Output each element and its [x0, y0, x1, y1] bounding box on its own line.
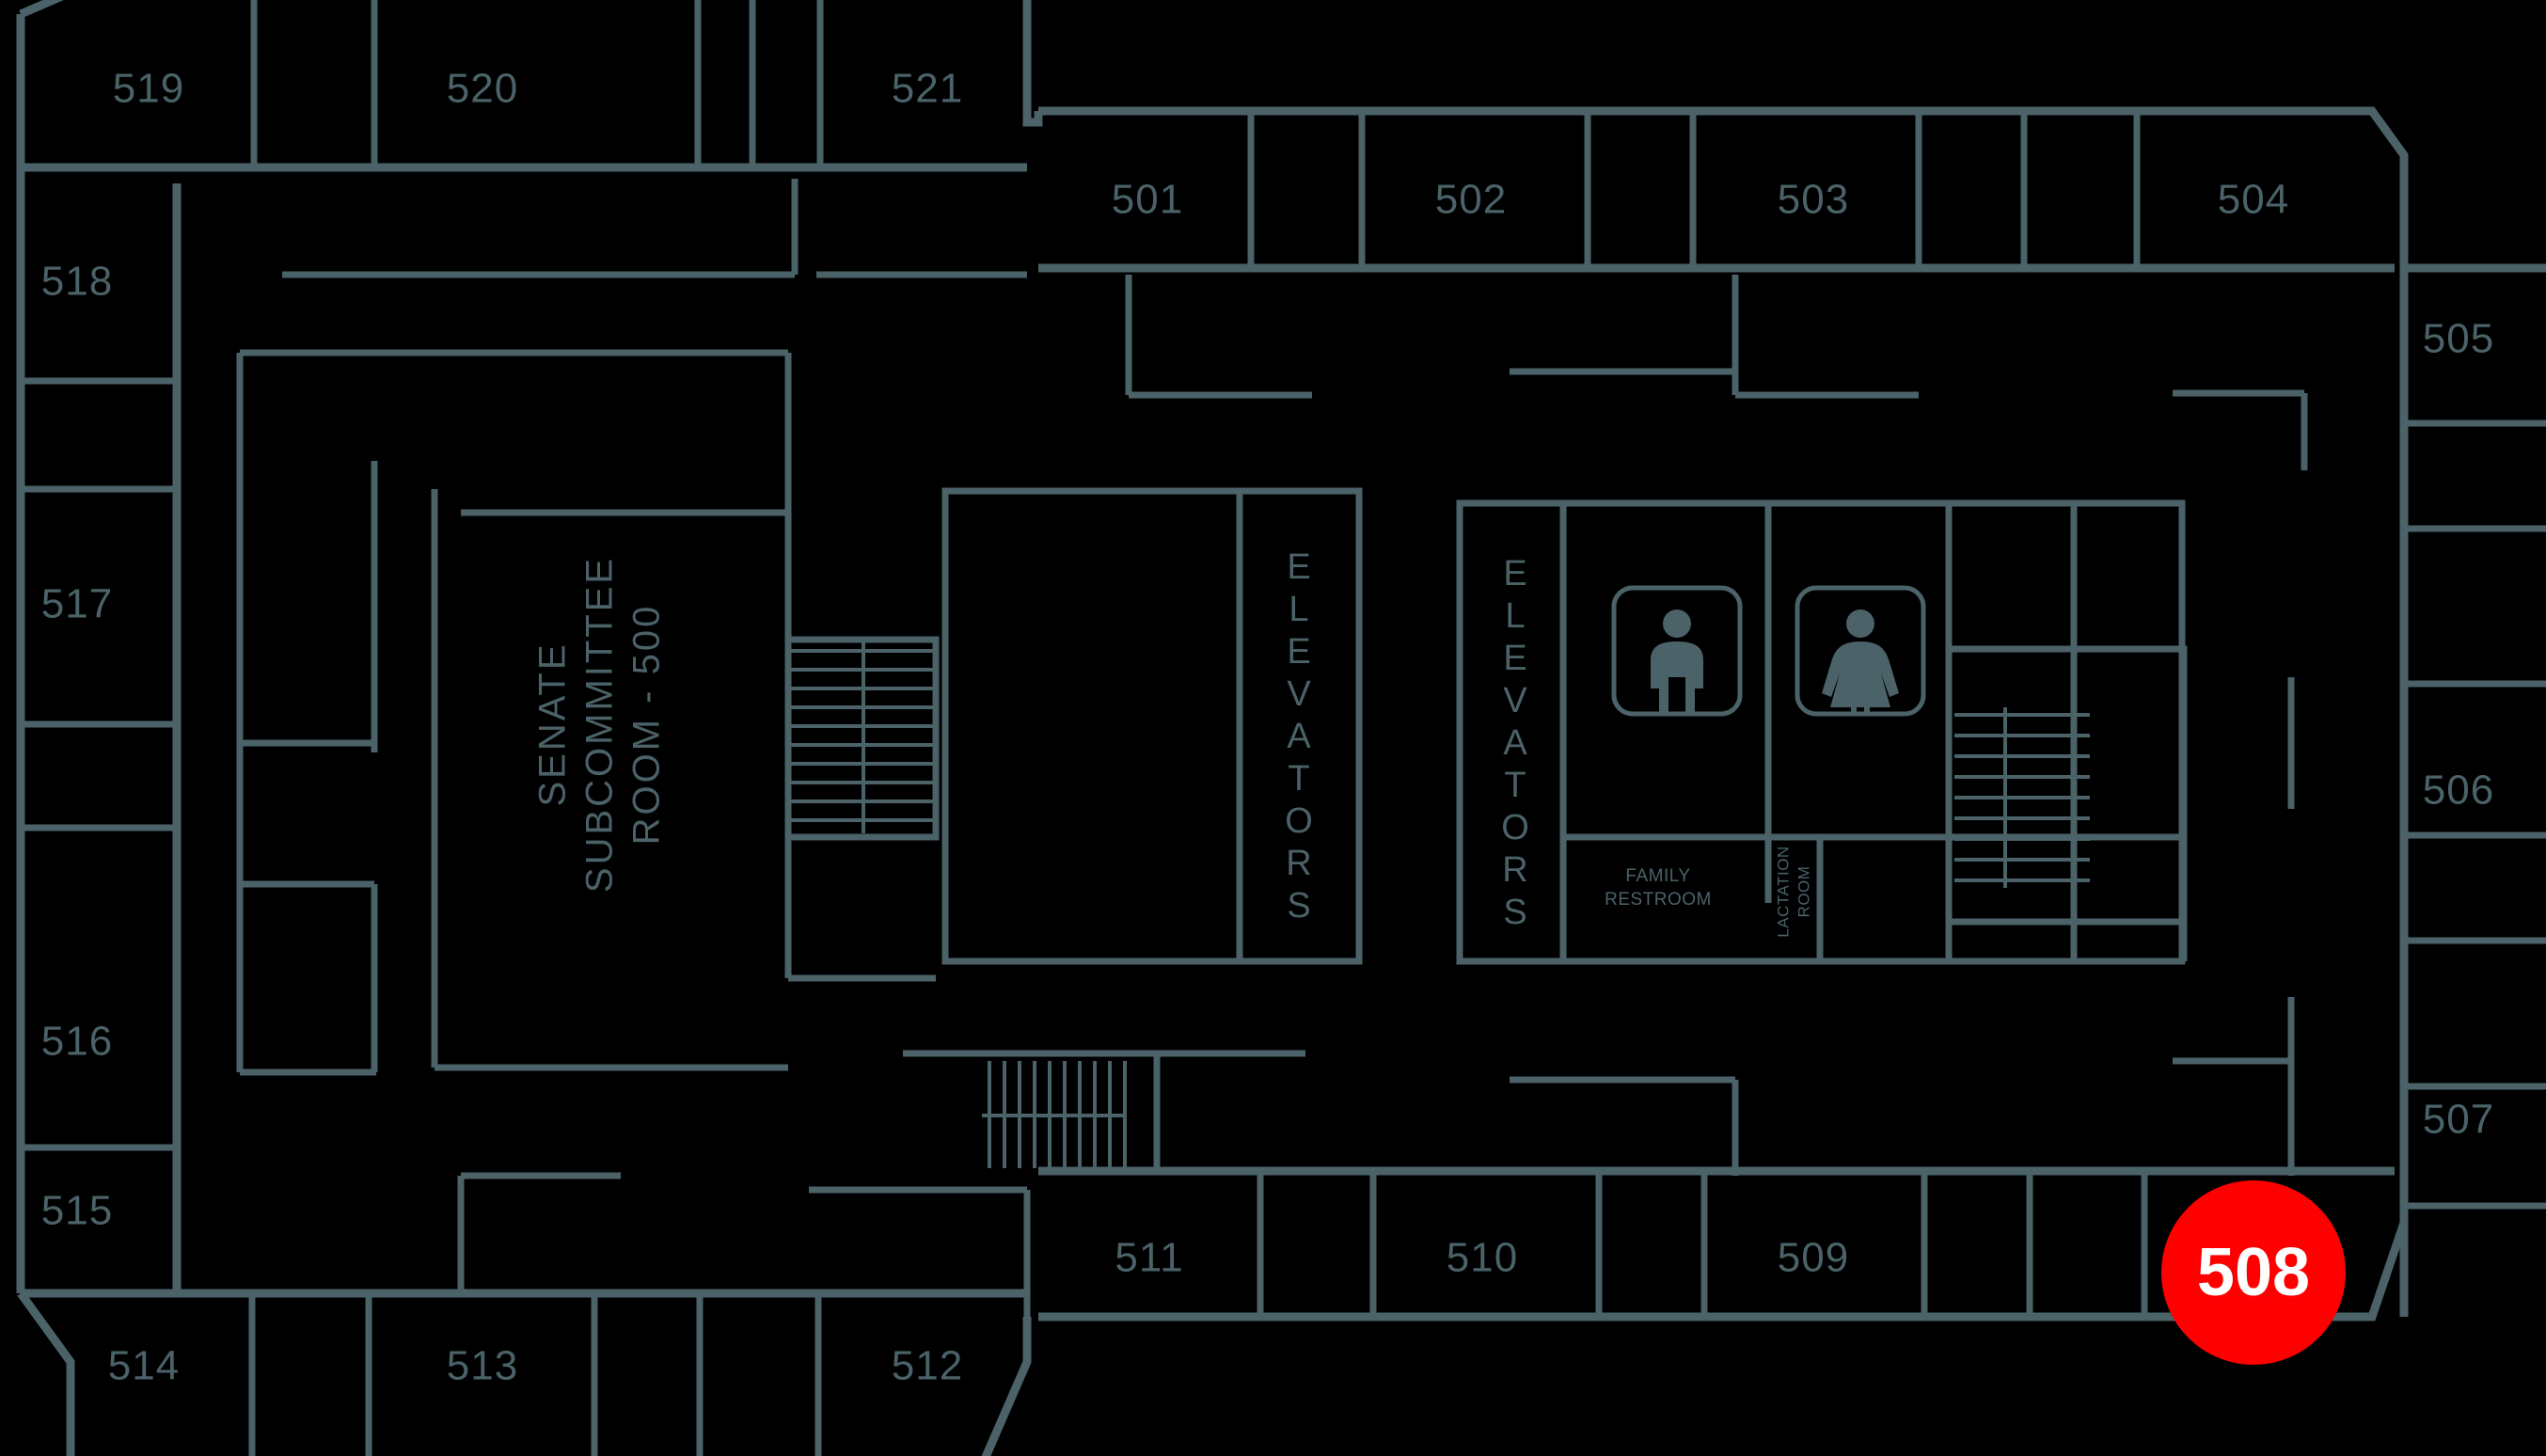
svg-text:RESTROOM: RESTROOM — [1605, 890, 1712, 910]
mens-restroom-icon — [1611, 585, 1743, 717]
rooms-south-band — [21, 1166, 2395, 1456]
stairs-west — [784, 636, 940, 841]
room-label-510: 510 — [1447, 1235, 1518, 1281]
womens-restroom-icon — [1795, 585, 1926, 717]
senate-line-2: SUBCOMMITTEE — [579, 556, 621, 893]
svg-text:S: S — [1287, 886, 1310, 926]
stairs-south — [982, 1053, 1161, 1171]
rooms-519-521 — [21, 0, 1027, 172]
room-label-504: 504 — [2218, 177, 2289, 223]
room-label-520: 520 — [447, 66, 518, 112]
room-label-509: 509 — [1778, 1235, 1849, 1281]
rooms-north-band — [1038, 111, 2395, 273]
room-label-515: 515 — [41, 1188, 113, 1234]
senate-line-3: ROOM - 500 — [626, 604, 668, 846]
senate-subcommittee-room-label: SENATE SUBCOMMITTEE ROOM - 500 — [532, 556, 668, 893]
svg-text:O: O — [1285, 801, 1313, 841]
room-label-518: 518 — [41, 259, 113, 305]
room-label-513: 513 — [447, 1343, 518, 1389]
corridor-stubs — [282, 179, 2308, 1317]
svg-text:V: V — [1503, 681, 1527, 720]
highlighted-room-badge-508[interactable]: 508 — [2161, 1180, 2346, 1365]
svg-text:E: E — [1503, 639, 1526, 678]
room-label-502: 502 — [1435, 177, 1507, 223]
room-label-506: 506 — [2423, 768, 2494, 814]
badge-circle[interactable] — [2161, 1180, 2346, 1365]
elevators-east-label: E L E V A T O R S — [1501, 554, 1529, 932]
svg-text:LACTATION: LACTATION — [1774, 846, 1792, 937]
svg-text:T: T — [1288, 759, 1309, 799]
room-label-503: 503 — [1778, 177, 1849, 223]
lactation-room-label: LACTATION ROOM — [1774, 846, 1812, 937]
room-label-516: 516 — [41, 1019, 113, 1065]
badge-label: 508 — [2197, 1235, 2310, 1310]
svg-text:V: V — [1287, 674, 1311, 714]
elevator-shaft-west — [1236, 487, 1363, 965]
svg-text:R: R — [1286, 844, 1311, 883]
room-label-514: 514 — [108, 1343, 180, 1389]
rooms-east-column — [2399, 268, 2546, 1317]
room-label-505: 505 — [2423, 316, 2494, 362]
room-number-labels: 519 520 521 501 502 503 504 505 506 507 … — [41, 66, 2494, 1389]
svg-text:E: E — [1287, 632, 1310, 672]
room-label-511: 511 — [1115, 1235, 1183, 1281]
svg-text:FAMILY: FAMILY — [1625, 866, 1690, 886]
svg-text:E: E — [1287, 547, 1310, 587]
room-label-512: 512 — [892, 1343, 963, 1389]
svg-text:T: T — [1504, 766, 1526, 805]
room-label-521: 521 — [892, 66, 963, 112]
room-label-501: 501 — [1112, 177, 1183, 223]
svg-text:E: E — [1503, 554, 1526, 593]
room-label-519: 519 — [113, 66, 184, 112]
stairs-east — [1945, 645, 2188, 961]
elevators-west-label: E L E V A T O R S — [1285, 547, 1313, 926]
svg-text:S: S — [1503, 893, 1526, 932]
svg-text:O: O — [1501, 808, 1529, 847]
room-label-517: 517 — [41, 581, 113, 627]
senate-line-1: SENATE — [532, 641, 574, 806]
svg-text:A: A — [1503, 723, 1527, 763]
svg-text:L: L — [1289, 590, 1308, 629]
room-label-507: 507 — [2423, 1097, 2494, 1143]
family-restroom-label: FAMILY RESTROOM — [1605, 866, 1712, 910]
svg-text:A: A — [1287, 717, 1311, 756]
svg-text:ROOM: ROOM — [1795, 866, 1812, 918]
svg-text:R: R — [1502, 850, 1527, 890]
svg-text:L: L — [1505, 596, 1525, 636]
